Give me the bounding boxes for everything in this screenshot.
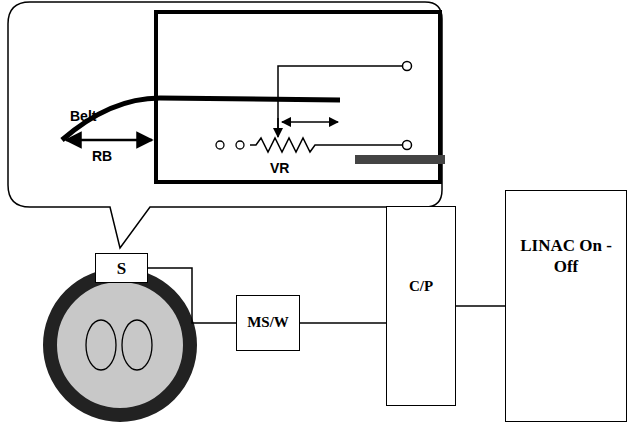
- body-outline: [50, 275, 190, 415]
- process-box: MS/W: [236, 295, 300, 351]
- wiper-arrow: [277, 118, 279, 137]
- organ: [122, 320, 152, 370]
- callout-bubble: [8, 2, 442, 248]
- node-text: MS/W: [247, 313, 289, 332]
- rb-arrow: [66, 139, 152, 142]
- part-label: Belt: [70, 108, 96, 124]
- terminal: [236, 141, 244, 149]
- terminal: [403, 62, 412, 71]
- connector: [148, 268, 236, 323]
- node-text: LINAC On -Off: [510, 235, 622, 278]
- ground-bar: [355, 155, 445, 164]
- belt: [62, 98, 340, 140]
- resistor-symbol: [250, 138, 402, 152]
- device-box: LINAC On -Off: [505, 190, 627, 422]
- organ: [86, 320, 116, 370]
- displacement-arrow: [282, 121, 338, 123]
- dimension-label: RB: [92, 148, 112, 164]
- connector: [300, 322, 386, 324]
- terminal: [403, 141, 412, 150]
- terminal: [216, 141, 224, 149]
- process-box: C/P: [386, 206, 456, 406]
- wiper-wire: [278, 66, 402, 136]
- node-text: S: [117, 258, 126, 279]
- part-label: VR: [270, 160, 289, 176]
- connector: [456, 305, 505, 307]
- sensor-box: S: [95, 253, 148, 283]
- node-text: C/P: [409, 277, 433, 296]
